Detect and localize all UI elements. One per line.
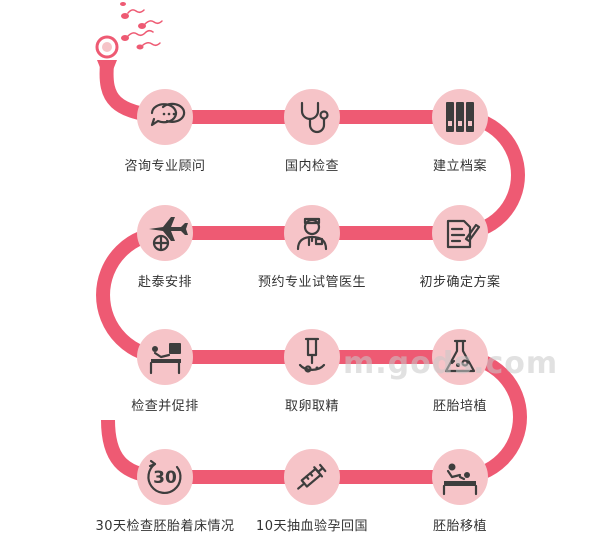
step-node [137,329,193,385]
step-circle [284,449,340,505]
step-label: 国内检查 [284,159,340,174]
stethoscope-icon [300,101,329,134]
flask-icon [444,339,476,373]
step-label: 胚胎移植 [432,519,488,534]
svg-text:30: 30 [153,468,177,488]
patient-exam-icon [149,343,181,375]
transfer-procedure-icon [442,463,478,496]
step-circle [137,89,193,145]
step-label: 建立档案 [432,159,488,174]
step-node [284,205,340,261]
step-label: 赴泰安排 [137,275,193,290]
step-circle [137,449,193,505]
step-label: 咨询专业顾问 [124,159,206,174]
step-node [284,449,340,505]
step-label: 胚胎培植 [432,399,488,414]
step-label: 10天抽血验孕回国 [255,519,369,534]
path-start-cap [97,60,117,70]
step-node [137,205,193,261]
step-circle [432,205,488,261]
watermark: m.gods.com [343,346,559,381]
step-node [432,329,488,385]
document-pen-icon [446,219,481,249]
process-path [96,63,527,484]
syringe-egg-icon [298,337,326,373]
step-label: 预约专业试管医生 [257,275,367,290]
sperm-egg-decoration [95,2,163,59]
airplane-globe-icon [149,217,188,252]
step-node [284,89,340,145]
step-node: 30 [137,449,193,505]
chat-bubble-icon [150,102,186,127]
step-node [432,449,488,505]
step-label: 取卵取精 [284,399,340,414]
step-label: 30天检查胚胎着床情况 [95,519,235,534]
syringe-icon [297,463,327,490]
step-node [432,205,488,261]
step-node [284,329,340,385]
30-day-clock-icon: 30 [147,459,182,495]
step-label: 初步确定方案 [419,275,501,290]
step-label: 检查并促排 [131,399,199,414]
step-node [137,89,193,145]
step-node [432,89,488,145]
step-circle [284,89,340,145]
doctor-icon [296,217,328,251]
binders-icon [446,102,474,132]
